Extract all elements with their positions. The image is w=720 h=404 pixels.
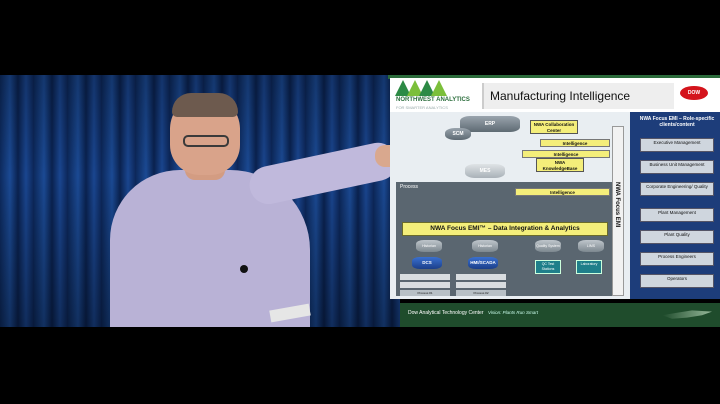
qc-test-stations: QC Test Stations xyxy=(535,260,561,274)
process-1-label: Process #1 xyxy=(400,290,450,296)
process-label: Process xyxy=(400,184,419,190)
slide-footer: Dow Analytical Technology Center Vision:… xyxy=(400,303,720,327)
data-integration-arrow: NWA Focus EMI™ – Data Integration & Anal… xyxy=(402,222,608,236)
slide-title: Manufacturing Intelligence xyxy=(482,83,674,109)
intelligence-label-2: Intelligence xyxy=(522,150,610,158)
nwa-logo: NORTHWEST ANALYTICS FOR SMARTER ANALYTIC… xyxy=(390,78,480,110)
architecture-diagram: Process NWA Focus EMI ERP SCM MES NWA Co… xyxy=(390,112,720,299)
hmi-scada: HMI/SCADA xyxy=(468,257,498,269)
role-plant-quality: Plant Quality xyxy=(640,230,714,244)
laboratory: Laboratory xyxy=(576,260,602,274)
instrumentation-row-1 xyxy=(400,274,450,280)
role-corporate-engineering: Corporate Engineering/ Quality xyxy=(640,182,714,196)
role-process-engineers: Process Engineers xyxy=(640,252,714,266)
logo-subtext: FOR SMARTER ANALYTICS xyxy=(396,105,448,110)
erp-cylinder: ERP xyxy=(460,116,520,132)
vertical-label: NWA Focus EMI xyxy=(614,182,620,228)
dcs: DCS xyxy=(412,257,442,269)
historian-2: Historian xyxy=(472,240,498,252)
role-business-unit-management: Business Unit Management xyxy=(640,160,714,174)
machine-row-2 xyxy=(456,282,506,288)
role-executive-management: Executive Management xyxy=(640,138,714,152)
intelligence-label-3: Intelligence xyxy=(515,188,610,196)
presentation-slide: NORTHWEST ANALYTICS FOR SMARTER ANALYTIC… xyxy=(390,78,720,299)
instrumentation-row-2 xyxy=(456,274,506,280)
video-scene xyxy=(0,75,720,327)
nwa-logo-icon xyxy=(395,80,447,96)
footer-center-name: Dow Analytical Technology Center xyxy=(408,310,484,316)
roles-panel-title: NWA Focus EMI – Role-specific clients/co… xyxy=(639,116,715,128)
lapel-microphone xyxy=(240,265,248,273)
process-2-label: Process #2 xyxy=(456,290,506,296)
intelligence-label-1: Intelligence xyxy=(540,139,610,147)
machine-row-1 xyxy=(400,282,450,288)
glasses xyxy=(183,135,229,147)
scm-cylinder: SCM xyxy=(445,128,471,140)
footer-tagline: Vision: Plants Run Smart xyxy=(488,310,538,315)
mes-cylinder: MES xyxy=(465,164,505,178)
dow-logo: DOW xyxy=(680,86,708,100)
knowledgebase-box: NWA KnowledgeBase xyxy=(536,158,584,172)
logo-text: NORTHWEST ANALYTICS xyxy=(396,97,470,103)
quality-system: Quality System xyxy=(535,240,561,252)
role-plant-management: Plant Management xyxy=(640,208,714,222)
historian-1: Historian xyxy=(416,240,442,252)
role-operators: Operators xyxy=(640,274,714,288)
horse-logo-icon xyxy=(662,310,712,319)
collaboration-center-box: NWA Collaboration Center xyxy=(530,120,578,134)
lims: LIMS xyxy=(578,240,604,252)
vertical-bar xyxy=(612,126,624,296)
